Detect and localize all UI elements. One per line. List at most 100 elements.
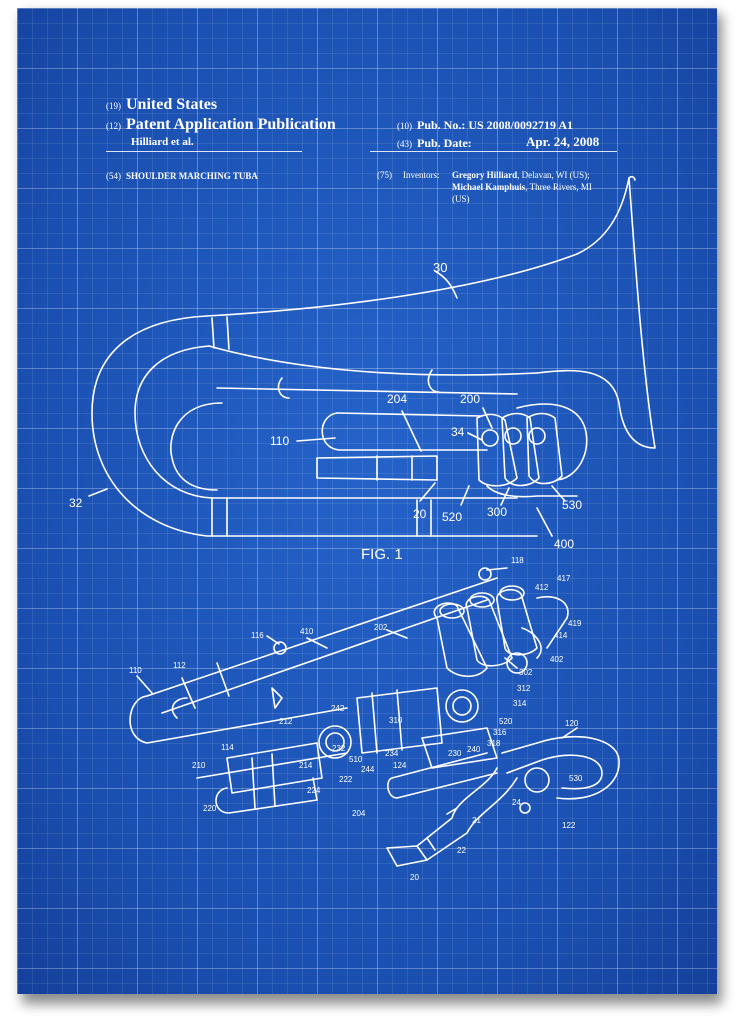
leader-120 [561,727,578,739]
bell-rim [628,175,636,181]
leader-116 [266,635,280,645]
ring-232-inner [325,732,345,752]
tube-417 [536,596,569,649]
leader-30 [434,270,458,299]
valve-button-2 [504,427,522,445]
slide-224 [215,777,318,814]
brace-212 [271,687,283,709]
fig2-label-240: 240 [467,745,481,754]
leader-302 [504,657,518,669]
slide-310-rings [371,689,403,754]
applicant: Hilliard et al. [131,136,194,148]
ring-232 [318,725,352,759]
port-530 [524,767,550,793]
tube-110-top [336,412,483,417]
inventors-code: (75) [377,170,392,180]
tube-110 [321,412,488,451]
tube-112-lower [129,695,348,744]
valve-casing-3 [526,412,563,485]
ring-520 [445,689,479,723]
fig1-tuba-drawing [88,175,656,537]
fig2-label-224: 224 [307,786,321,795]
tube-112-inner [161,599,488,714]
fig1-caption: FIG. 1 [361,546,403,563]
inventor-1: Gregory Hilliard, Delavan, WI (US); [452,170,590,180]
leader-22 [426,837,436,851]
fig1-label-204: 204 [387,392,407,406]
fig2-label-21: 21 [472,816,481,825]
brace-1 [277,377,290,399]
outer-loop [91,315,538,537]
leader-300 [500,487,510,506]
fig2-label-22: 22 [457,846,466,855]
ring-520-inner [452,696,472,716]
fig2-label-232: 232 [332,744,346,753]
publication-type-line: (12)Patent Application Publication [106,116,336,134]
leader-410 [306,637,328,649]
fig2-label-414: 414 [554,631,568,640]
slide-rings [376,455,413,481]
fig2-label-417: 417 [557,574,571,583]
valve-cluster-3 [496,588,538,656]
fig2-exploded-drawing [129,567,620,867]
leader-21 [446,807,458,815]
fig1-label-520: 520 [442,510,462,524]
fig2-label-520: 520 [499,717,513,726]
fig2-label-214: 214 [299,761,313,770]
pub-no-code: (10) [397,121,412,131]
valve-casing-2 [501,412,540,487]
pub-date: Apr. 24, 2008 [526,134,600,149]
tube-curve [516,403,588,481]
leader-520 [460,485,470,506]
leadpipe-21 [416,767,498,847]
leadpipe-21-outer [426,777,518,861]
valve-cluster-2 [465,595,513,667]
leader-400 [536,507,553,537]
inventors-label: Inventors: [403,170,440,180]
tube-bend [171,697,188,719]
tube-414 [521,627,542,659]
fig2-label-118: 118 [511,556,524,565]
blueprint-poster: (19)United States (12)Patent Application… [17,8,717,994]
fig2-label-24: 24 [512,798,521,807]
tube-124 [391,752,498,799]
port-402 [506,652,528,674]
patent-header: (19)United States (12)Patent Application… [17,8,717,208]
leader-110 [296,437,336,442]
brace-2 [427,369,440,393]
fig1-label-300: 300 [487,505,507,519]
fig2-label-314: 314 [513,699,527,708]
tube-124-end [387,777,398,799]
fig2-label-120: 120 [565,719,579,728]
ferrule-bottom [211,497,228,537]
valve-cap-1 [439,603,465,619]
valve-button-1 [481,429,499,447]
fig2-label-124: 124 [393,761,407,770]
inventor-2-name: Michael Kamphuis [452,182,526,192]
pub-date-line: (43)Pub. Date: [397,136,472,151]
tube-112-upper [146,577,498,697]
leader-202 [386,629,408,639]
country: United States [126,96,218,113]
fig2-label-20: 20 [410,873,419,882]
header-rule-right [370,151,617,152]
header-rule-left [106,151,302,152]
leader-32 [88,488,108,497]
invention-title: SHOULDER MARCHING TUBA [126,171,258,181]
middle-tube [216,387,518,395]
ferrule-top [211,316,230,350]
fig2-label-510: 510 [349,755,363,764]
fig1-label-110: 110 [270,434,289,448]
fig2-label-110: 110 [129,666,142,675]
fig2-label-410: 410 [300,627,314,636]
leader-20 [419,482,436,502]
valve-cluster-1 [433,602,488,678]
fig2-label-202: 202 [374,623,388,632]
fig1-label-400: 400 [554,537,574,551]
fig2-label-112: 112 [173,661,186,670]
country-line: (19)United States [106,96,217,114]
leader-530 [551,485,566,502]
fig2-label-210: 210 [192,761,206,770]
fig2-label-230: 230 [448,749,462,758]
tube-ferrules [181,662,230,709]
